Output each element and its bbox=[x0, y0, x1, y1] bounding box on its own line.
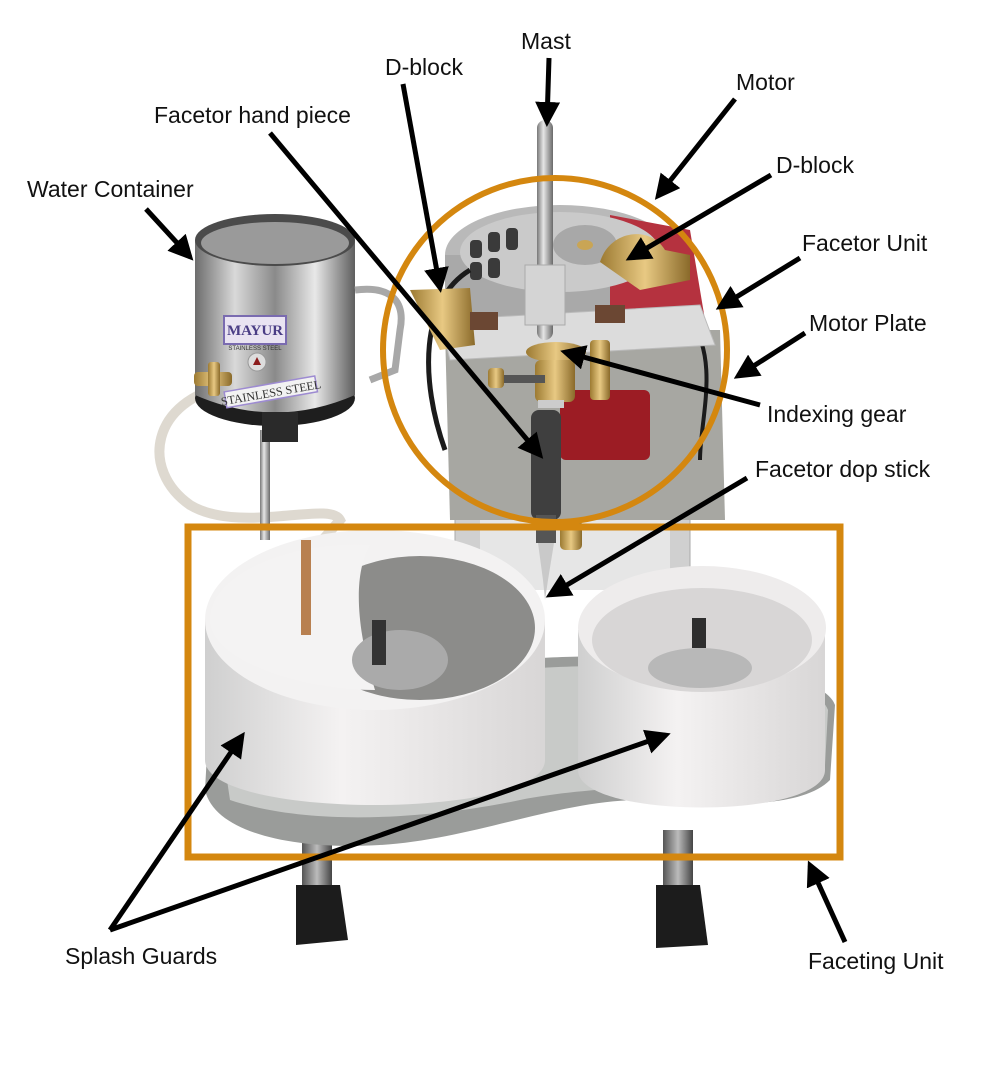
line-indexing-gear bbox=[560, 345, 761, 408]
arrow-facetor-hand-piece bbox=[268, 131, 544, 459]
arrow-motor bbox=[654, 97, 737, 200]
label-splash-guards: Splash Guards bbox=[65, 943, 218, 969]
leader-lines bbox=[107, 57, 848, 944]
arrow-splash-guard-1 bbox=[107, 731, 245, 932]
arrow-water-container bbox=[144, 207, 194, 261]
line-facetor-dop-stick bbox=[545, 475, 749, 598]
facetor-unit bbox=[410, 120, 725, 600]
label-faceting-unit: Faceting Unit bbox=[808, 948, 944, 974]
faceting-unit-box bbox=[184, 523, 844, 861]
label-motor-plate: Motor Plate bbox=[809, 310, 927, 336]
facetor-hand-piece bbox=[531, 410, 561, 520]
label-water-container: Water Container bbox=[27, 176, 194, 202]
brand-text: MAYUR bbox=[227, 323, 283, 339]
d-block-left bbox=[410, 288, 475, 350]
label-motor: Motor bbox=[736, 69, 795, 95]
brand-subtext: STAINLESS STEEL bbox=[228, 346, 282, 352]
label-d-block-left: D-block bbox=[385, 54, 463, 80]
dop-stick bbox=[538, 543, 554, 600]
arrow-d-block-right bbox=[625, 172, 773, 261]
label-d-block-right: D-block bbox=[776, 152, 854, 178]
arrow-d-block-left bbox=[400, 83, 449, 293]
faceting-unit bbox=[205, 530, 835, 948]
arrow-faceting-unit bbox=[806, 860, 848, 944]
arrow-facetor-unit bbox=[715, 255, 802, 310]
label-facetor-unit: Facetor Unit bbox=[802, 230, 928, 256]
label-mast: Mast bbox=[521, 28, 571, 54]
label-facetor-dop-stick: Facetor dop stick bbox=[755, 456, 931, 482]
arrow-splash-guard-2 bbox=[109, 729, 671, 933]
label-facetor-hand-piece: Facetor hand piece bbox=[154, 102, 351, 128]
water-container: MAYUR STAINLESS STEEL STAINLESS STEEL bbox=[154, 214, 405, 640]
d-block-right bbox=[600, 234, 690, 290]
indexing-gear bbox=[526, 342, 586, 362]
splash-guard-left bbox=[205, 530, 545, 805]
label-indexing-gear: Indexing gear bbox=[767, 401, 907, 427]
arrow-motor-plate bbox=[733, 330, 807, 379]
arrow-mast bbox=[535, 57, 561, 127]
splash-guard-right bbox=[578, 566, 826, 808]
facetor-unit-circle bbox=[380, 175, 730, 525]
